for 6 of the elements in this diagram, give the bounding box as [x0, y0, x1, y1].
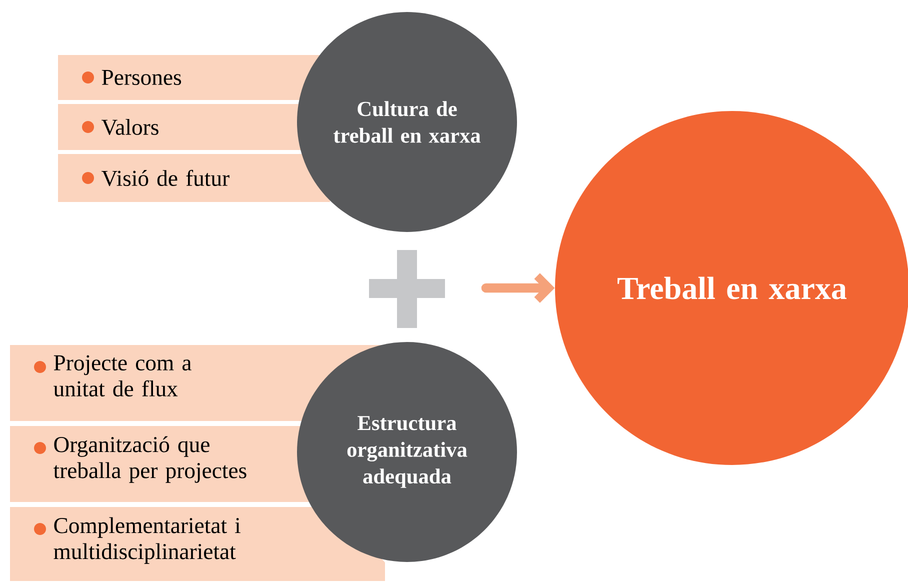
list-band: Persones — [58, 55, 321, 100]
list-band: Visió de futur — [58, 154, 330, 202]
list-band: Valors — [58, 104, 302, 150]
list-band: Organització que treballa per projectes — [10, 426, 310, 502]
arrow — [481, 273, 555, 303]
list-band: Complementarietat i multidisciplinarietat — [10, 507, 385, 581]
